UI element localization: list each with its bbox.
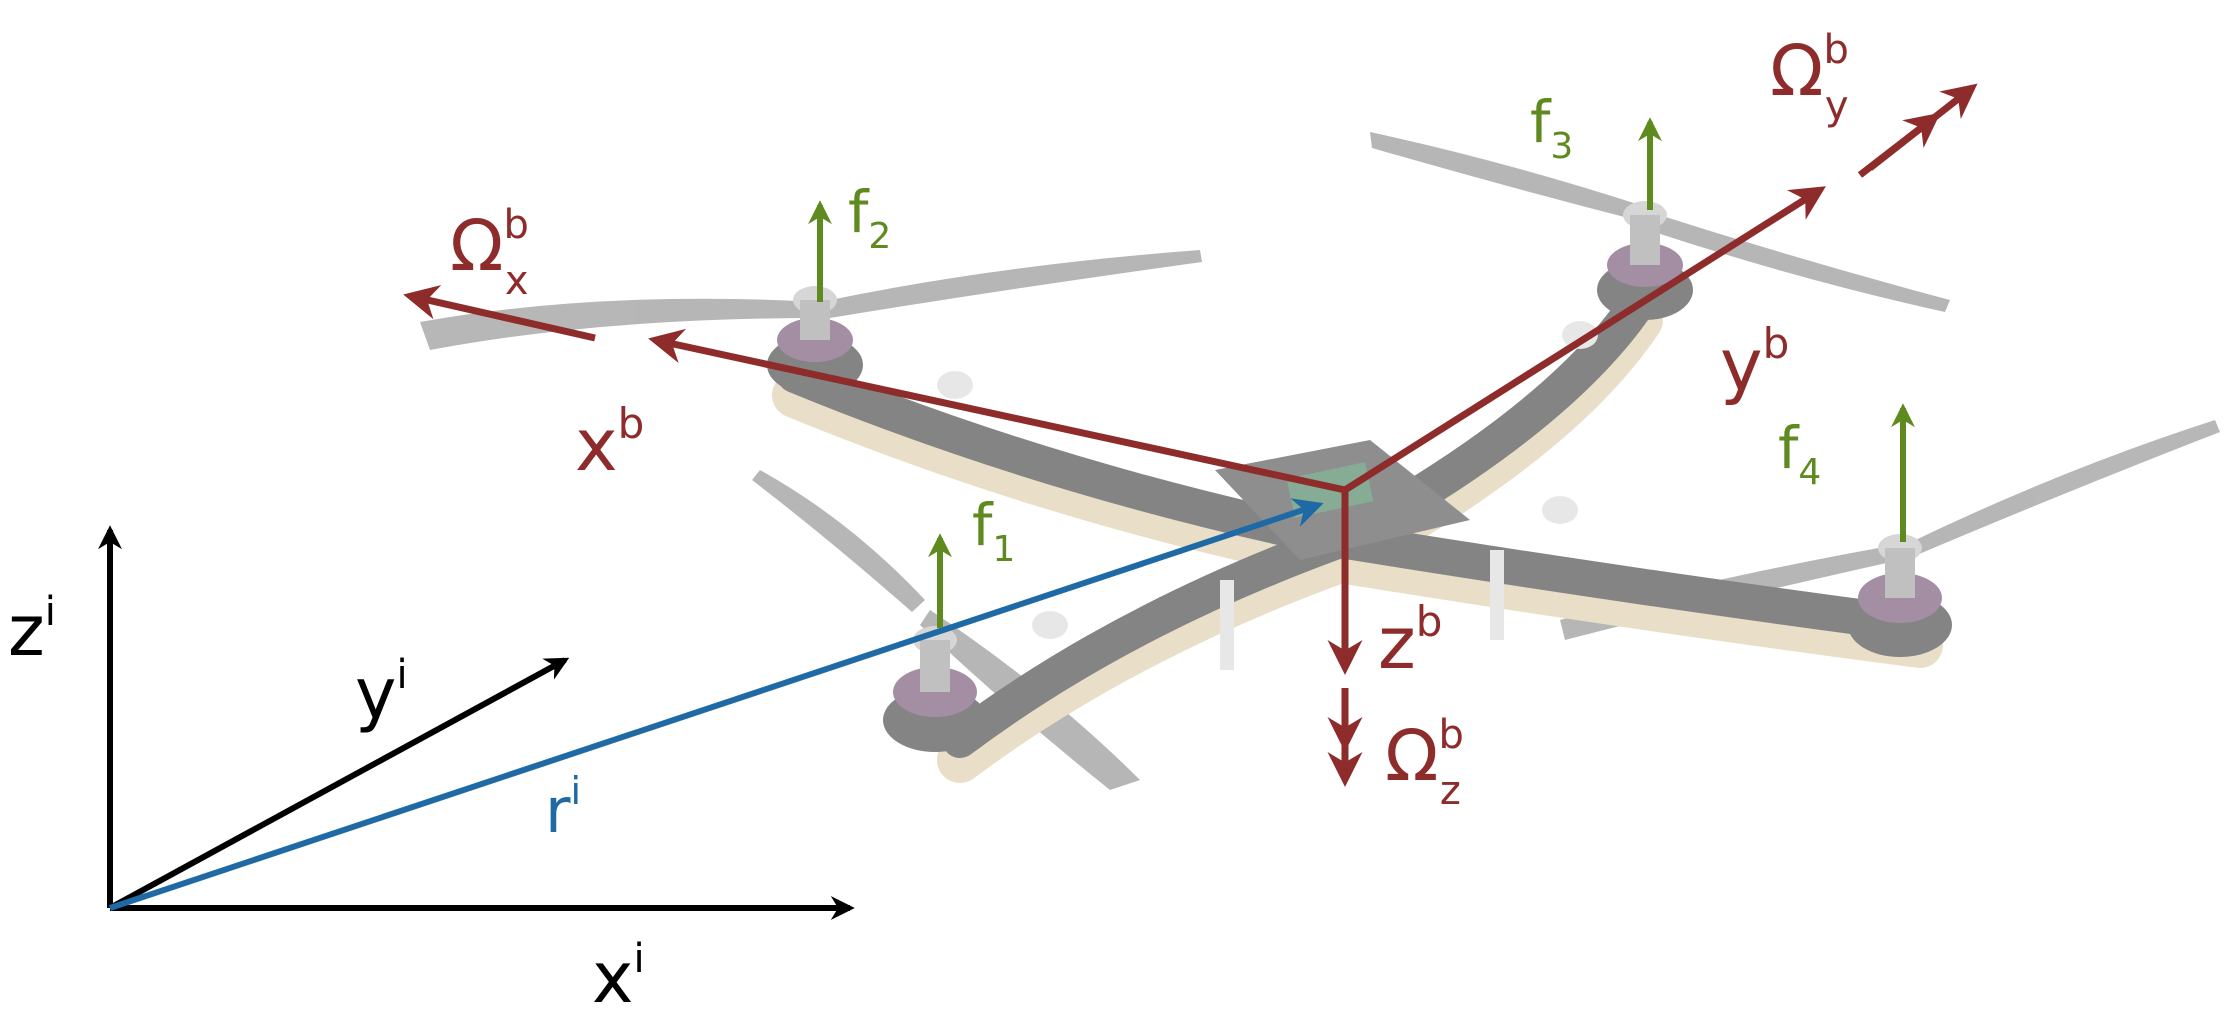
position-vector <box>109 498 1324 911</box>
force-f1-label: f1 <box>972 491 1015 570</box>
force-f3-label: f3 <box>1530 88 1573 167</box>
inertial-y-axis <box>108 657 570 911</box>
body-y-axis <box>1343 186 1826 493</box>
motor-3 <box>1597 201 1693 320</box>
omega-y-arrow-second-head <box>1857 112 1941 178</box>
propeller-2 <box>420 250 1202 350</box>
inertial-x-label: xi <box>592 936 645 1019</box>
motor-4 <box>1848 534 1952 657</box>
landing-bumpers <box>937 321 1598 670</box>
drone-illustration <box>420 132 2220 790</box>
omega-x-arrow <box>403 285 596 342</box>
inertial-y-label: yi <box>355 652 408 735</box>
body-y-label: yb <box>1720 319 1789 407</box>
force-f4-label: f4 <box>1778 414 1821 493</box>
body-x-label: xb <box>575 399 644 487</box>
body-frame <box>403 83 1978 787</box>
inertial-z-label: zi <box>8 589 56 672</box>
body-x-axis <box>648 328 1346 494</box>
thrust-forces <box>808 117 1915 628</box>
inertial-frame <box>98 525 855 920</box>
motor-1 <box>883 626 987 752</box>
position-label: ri <box>545 769 581 847</box>
propeller-3 <box>1370 132 1950 312</box>
body-z-label: zb <box>1378 597 1442 685</box>
force-f2-label: f2 <box>848 178 891 257</box>
